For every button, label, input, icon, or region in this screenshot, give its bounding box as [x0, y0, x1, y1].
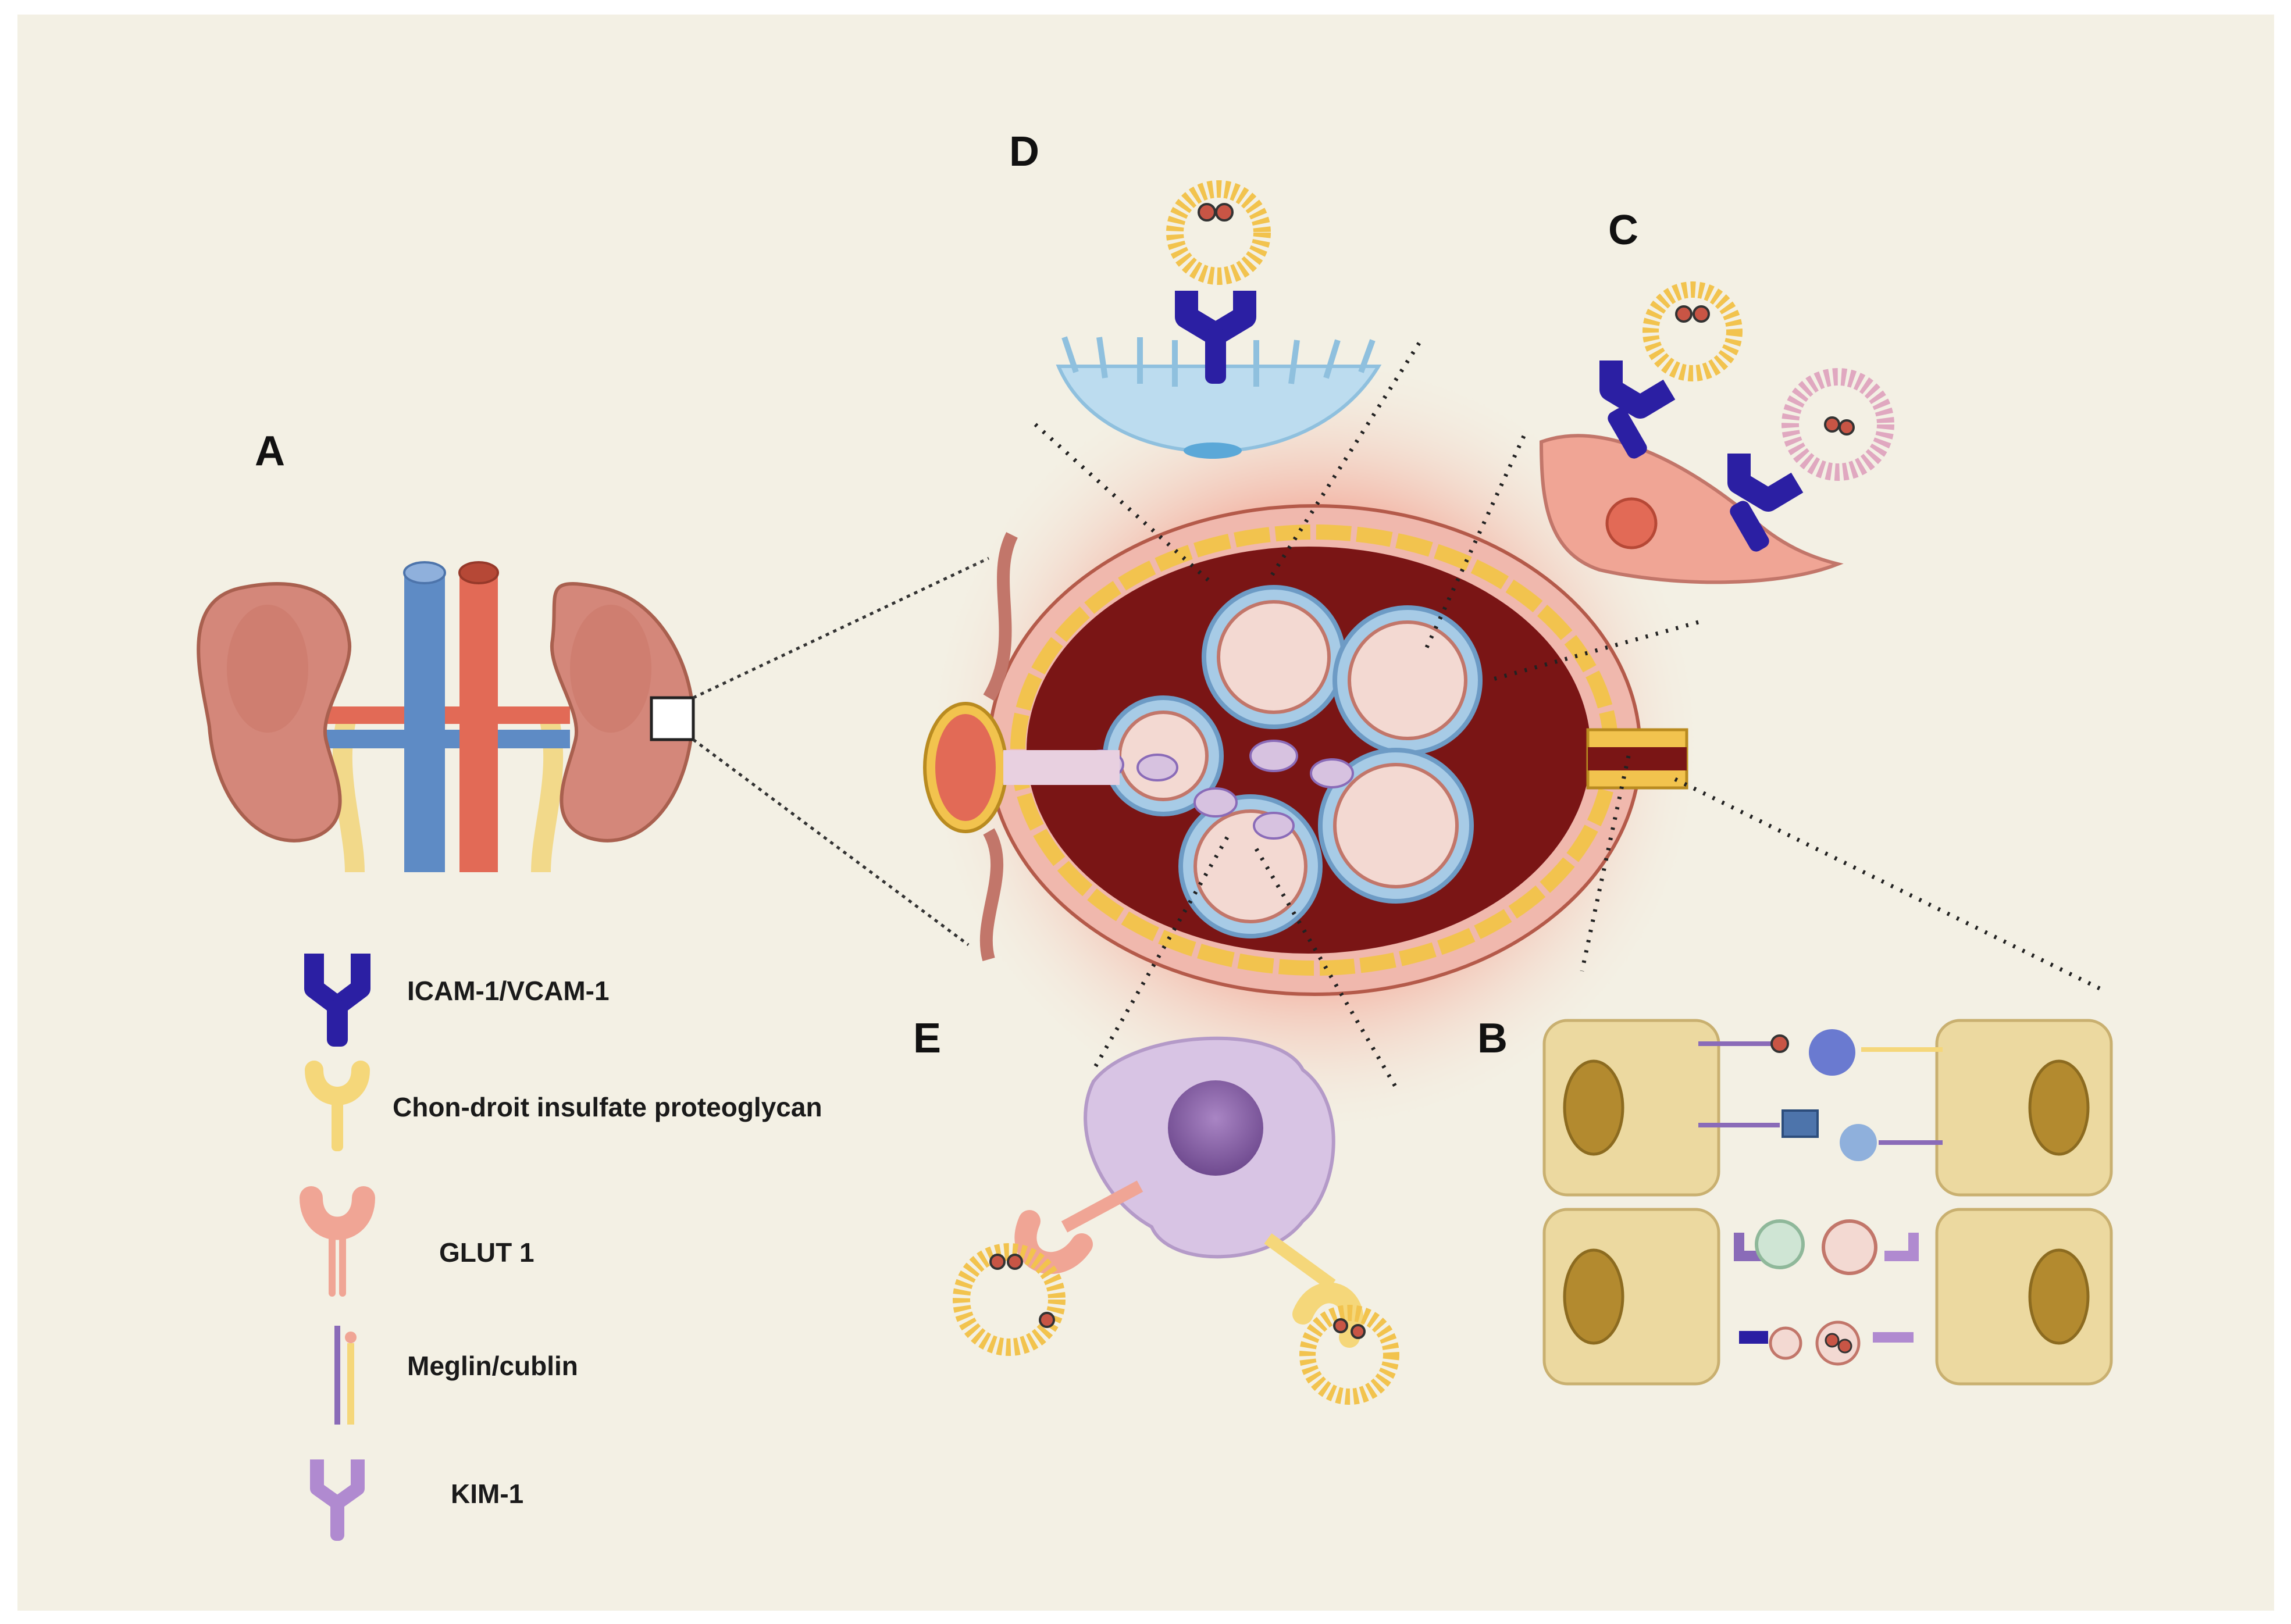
panel-label-a: A	[255, 428, 285, 474]
legend-icam-label: ICAM-1/VCAM-1	[407, 976, 610, 1006]
capillary-tuft	[1103, 585, 1483, 938]
kidney-pair-illustration	[197, 556, 990, 947]
panel-e-macrophage	[953, 1036, 1399, 1405]
panel-label-d: D	[1009, 129, 1039, 175]
panel-label-e: E	[913, 1015, 941, 1062]
glomerulus-illustration	[919, 349, 1710, 1140]
panel-label-b: B	[1477, 1015, 1508, 1062]
panel-d-podocyte	[1056, 180, 1382, 459]
connector-lines	[1034, 342, 2101, 1088]
afferent-arteriole	[923, 702, 1120, 833]
panel-b-tubular-epithelium	[1542, 1019, 2113, 1386]
legend-kim1-label: KIM-1	[451, 1479, 523, 1509]
aorta	[459, 570, 498, 872]
legend-megalin-label: Meglin/cublin	[407, 1351, 578, 1381]
legend: ICAM-1/VCAM-1 Chon-droit insulfate prote…	[300, 954, 822, 1541]
chondroitin-receptor-icon	[305, 1061, 370, 1151]
icam-receptor-icon	[304, 954, 370, 1047]
proximal-tubule	[1586, 728, 1688, 790]
panel-label-c: C	[1608, 207, 1638, 254]
legend-glut1-label: GLUT 1	[439, 1237, 535, 1268]
panel-c-endothelial-cell	[1539, 281, 1894, 584]
legend-chondroitin-label: Chon-droit insulfate proteoglycan	[393, 1092, 822, 1122]
vena-cava	[404, 570, 445, 872]
megalin-cubilin-icon	[334, 1326, 357, 1425]
kim1-receptor-icon	[310, 1459, 365, 1541]
glut1-receptor-icon	[300, 1186, 375, 1297]
zoom-box	[650, 696, 695, 741]
